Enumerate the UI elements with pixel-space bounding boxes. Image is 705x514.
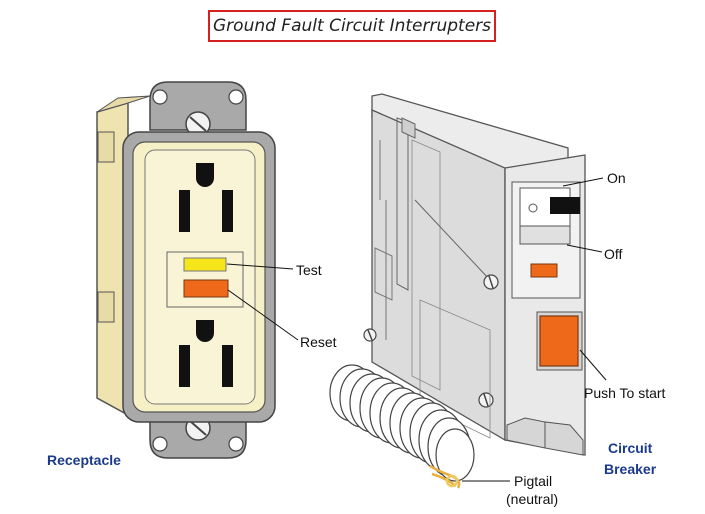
pigtail-copper-end [429, 464, 461, 489]
test-label: Test [296, 262, 322, 278]
diagram-title: Ground Fault Circuit Interrupters [213, 16, 491, 36]
pigtail-label-line2: (neutral) [506, 491, 559, 507]
circuit-breaker [363, 93, 607, 482]
pigtail-label-line1: Pigtail [514, 473, 553, 489]
trip-indicator [530, 263, 558, 278]
lower-outlet [179, 320, 233, 387]
push-button [539, 315, 579, 367]
reset-leader [227, 289, 299, 341]
off-leader [566, 244, 603, 253]
pigtail-coil [329, 364, 475, 482]
push-to-start-label: Push To start [584, 385, 666, 401]
reset-button [183, 279, 229, 298]
on-indicator [550, 197, 580, 214]
push-leader [579, 349, 607, 381]
on-leader [562, 177, 604, 187]
circuit-breaker-label-line2: Breaker [604, 461, 657, 477]
receptacle [96, 81, 299, 459]
off-label: Off [604, 246, 623, 262]
circuit-breaker-label-line1: Circuit [608, 440, 653, 456]
receptacle-label: Receptacle [47, 452, 121, 468]
strap-top [149, 81, 247, 131]
test-button [183, 257, 227, 272]
upper-outlet [179, 163, 233, 232]
on-label: On [607, 170, 626, 186]
test-leader [226, 263, 294, 270]
reset-label: Reset [300, 334, 337, 350]
title-box: Ground Fault Circuit Interrupters [208, 10, 496, 42]
